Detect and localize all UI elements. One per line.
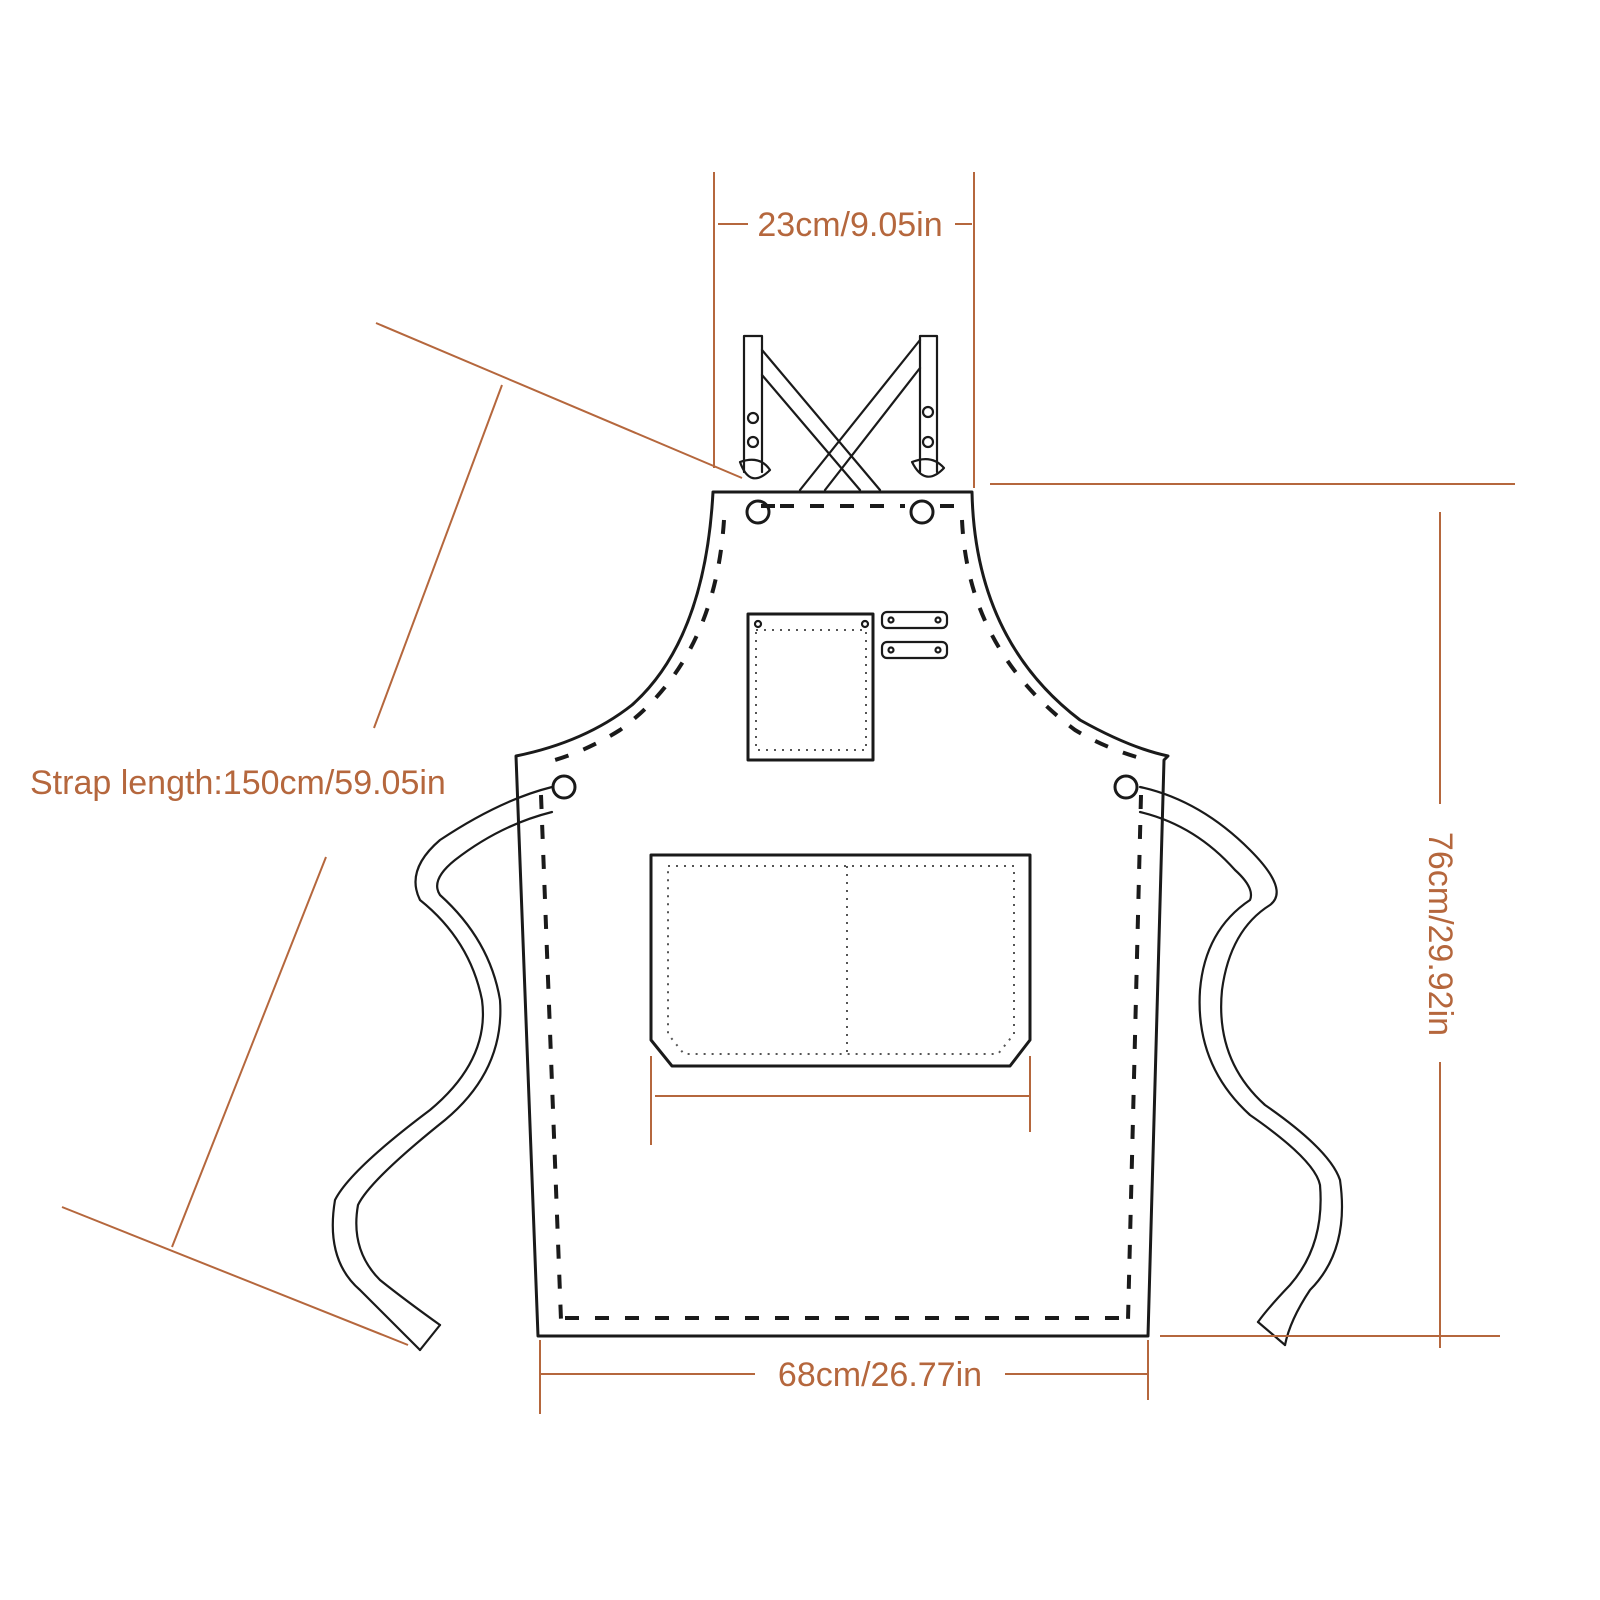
grommet-icon bbox=[745, 499, 771, 525]
apron-length-label: 76cm/29.92in bbox=[1421, 832, 1459, 1036]
strap-length-label: Strap length:150cm/59.05in bbox=[30, 764, 446, 802]
grommet-icon bbox=[909, 499, 935, 525]
dimension-lines bbox=[61, 172, 1515, 1414]
neck-width-label: 23cm/9.05in bbox=[757, 206, 942, 244]
left-waist-strap bbox=[331, 785, 554, 1352]
grommet-icon bbox=[551, 774, 577, 800]
apron-width-label: 68cm/26.77in bbox=[778, 1356, 982, 1394]
chest-pocket bbox=[746, 612, 875, 762]
front-pocket bbox=[649, 853, 1032, 1068]
neck-straps bbox=[738, 334, 946, 492]
apron-body-outline bbox=[514, 490, 1170, 1338]
right-waist-strap bbox=[1138, 785, 1344, 1347]
apron-illustration bbox=[331, 334, 1344, 1352]
stitching bbox=[539, 504, 1143, 1321]
pen-loops bbox=[880, 610, 949, 660]
grommet-icon bbox=[1113, 774, 1139, 800]
